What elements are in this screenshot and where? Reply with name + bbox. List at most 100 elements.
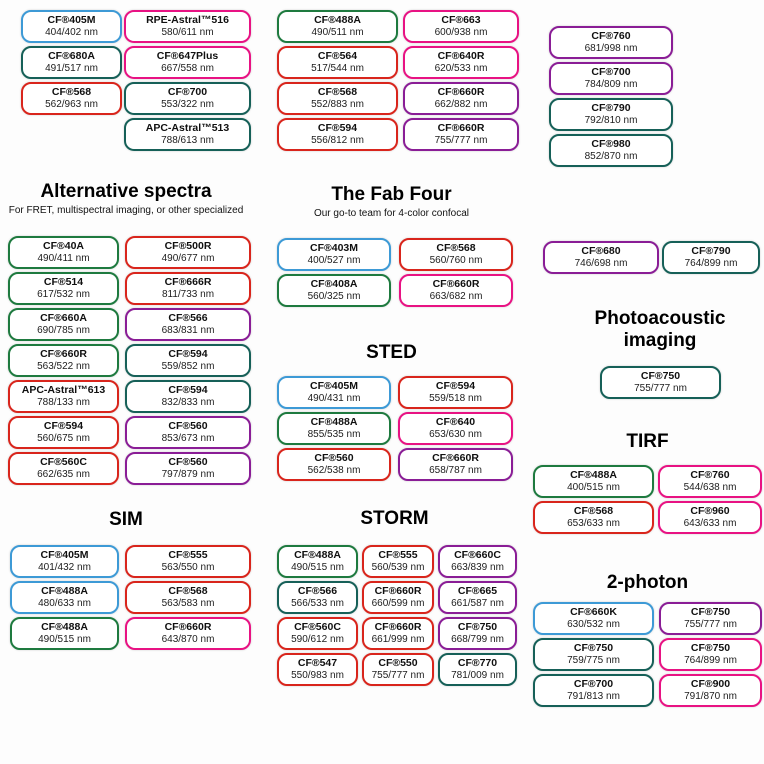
- dye-name: CF®408A: [310, 278, 358, 290]
- dye-name: CF®680A: [48, 50, 95, 62]
- dye-excitation-emission: 797/879 nm: [161, 469, 215, 480]
- section-header-2-photon: 2-photon: [533, 572, 762, 593]
- dye-excitation-emission: 755/777 nm: [434, 135, 488, 146]
- dye-name: CF®566: [168, 312, 208, 324]
- dye-excitation-emission: 658/787 nm: [429, 465, 482, 476]
- dye-excitation-emission: 755/777 nm: [371, 670, 425, 681]
- dye-excitation-emission: 480/633 nm: [38, 598, 91, 609]
- dye-excitation-emission: 791/870 nm: [684, 691, 737, 702]
- dye-name: CF®488A: [294, 549, 341, 561]
- dye-name: CF®665: [457, 585, 498, 597]
- dye-excitation-emission: 746/698 nm: [574, 258, 628, 269]
- dye-excitation-emission: 400/515 nm: [567, 482, 620, 493]
- dye-name: CF®40A: [43, 240, 84, 252]
- dye-excitation-emission: 683/831 nm: [161, 325, 215, 336]
- dye-name: CF®488A: [41, 585, 88, 597]
- dye-excitation-emission: 600/938 nm: [434, 27, 488, 38]
- dye-name: CF®594: [168, 348, 208, 360]
- dye-excitation-emission: 690/785 nm: [37, 325, 90, 336]
- dye-name: CF®700: [167, 86, 208, 98]
- dye-name: CF®514: [43, 276, 84, 288]
- dye-excitation-emission: 617/532 nm: [37, 289, 90, 300]
- dye-name: CF®660R: [437, 86, 485, 98]
- dye-name: CF®647Plus: [156, 50, 219, 62]
- dye-excitation-emission: 663/682 nm: [429, 291, 483, 302]
- dye-name: CF®750: [457, 621, 498, 633]
- dye-name: CF®660R: [437, 122, 485, 134]
- dye-excitation-emission: 759/775 nm: [567, 655, 620, 666]
- dye-excitation-emission: 563/522 nm: [37, 361, 90, 372]
- dye-excitation-emission: 788/613 nm: [161, 135, 214, 146]
- dye-name: CF®568: [573, 505, 614, 517]
- dye-excitation-emission: 663/839 nm: [451, 562, 504, 573]
- dye-excitation-emission: 653/630 nm: [429, 429, 482, 440]
- dye-name: CF®900: [690, 678, 731, 690]
- dye-name: CF®550: [378, 657, 418, 669]
- dye-excitation-emission: 681/998 nm: [584, 43, 638, 54]
- dye-name: CF®568: [436, 242, 476, 254]
- dye-excitation-emission: 792/810 nm: [584, 115, 638, 126]
- dye-name: CF®560C: [294, 621, 341, 633]
- dye-name: CF®663: [441, 14, 481, 26]
- dye-name: CF®560: [168, 456, 208, 468]
- dye-name: CF®660R: [40, 348, 87, 360]
- dye-excitation-emission: 517/544 nm: [311, 63, 364, 74]
- dye-excitation-emission: 562/963 nm: [45, 99, 98, 110]
- dye-excitation-emission: 490/431 nm: [307, 393, 361, 404]
- dye-name: CF®700: [591, 66, 631, 78]
- dye-name: CF®405M: [310, 380, 358, 392]
- dye-excitation-emission: 784/809 nm: [584, 79, 638, 90]
- section-header-alternative-spectra: Alternative spectra For FRET, multispect…: [0, 181, 252, 217]
- dye-name: CF®750: [573, 642, 614, 654]
- dye-name: CF®760: [690, 469, 730, 481]
- dye-name: CF®405M: [47, 14, 96, 26]
- dye-excitation-emission: 400/527 nm: [307, 255, 361, 266]
- dye-name: CF®640R: [437, 50, 485, 62]
- dye-name: CF®640: [435, 416, 476, 428]
- dye-name: CF®488A: [314, 14, 361, 26]
- dye-excitation-emission: 620/533 nm: [434, 63, 488, 74]
- dye-name: CF®790: [691, 245, 731, 257]
- section-title: SIM: [109, 509, 143, 530]
- dye-name: CF®660R: [374, 585, 422, 597]
- section-header-tirf: TIRF: [533, 431, 762, 452]
- dye-name: CF®555: [168, 549, 208, 561]
